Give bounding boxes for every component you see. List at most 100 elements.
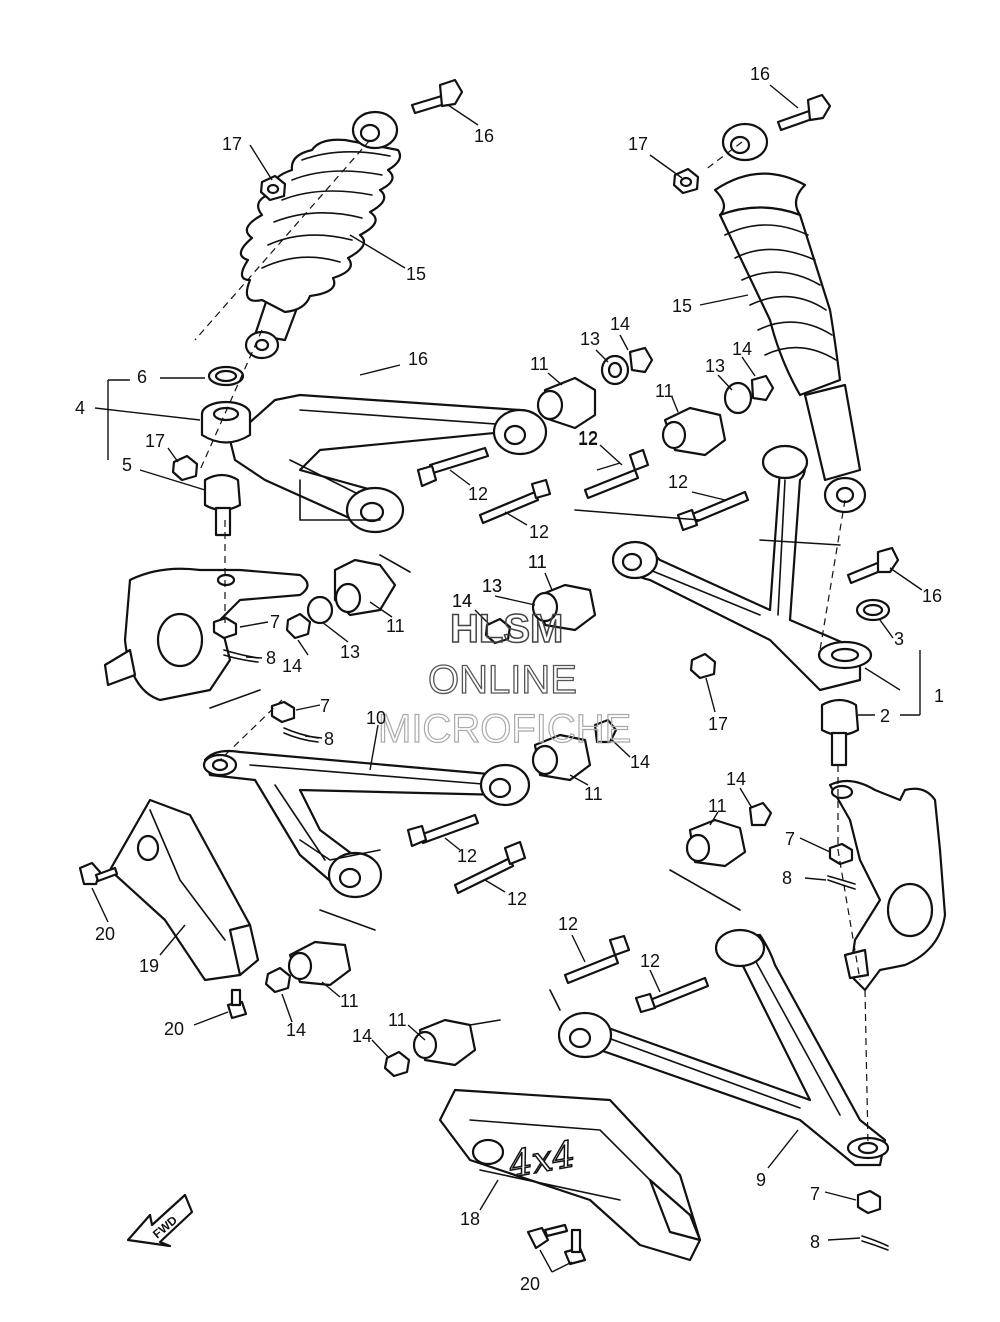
callout-14: 14 — [282, 656, 302, 676]
callout-11: 11 — [528, 552, 547, 572]
callout-14: 14 — [630, 752, 650, 772]
callout-12: 12 — [529, 522, 549, 542]
callout-12: 12 — [457, 846, 477, 866]
bolts-12-lower-right[interactable] — [563, 934, 710, 1014]
callout-17: 17 — [222, 134, 242, 154]
callout-12: 12 — [640, 951, 660, 971]
callout-18: 18 — [460, 1209, 480, 1229]
callout-13: 13 — [580, 329, 600, 349]
callout-17: 17 — [708, 714, 728, 734]
callout-12: 12 — [558, 914, 578, 934]
bolts-12-lower-left[interactable] — [406, 813, 527, 895]
nut-17-left-top[interactable] — [259, 174, 287, 202]
circlip-3-right[interactable] — [855, 598, 891, 622]
callout-14: 14 — [286, 1020, 306, 1040]
guard-18-right[interactable] — [438, 1088, 702, 1262]
callout-7: 7 — [320, 696, 330, 716]
callout-2: 2 — [880, 706, 890, 726]
callout-5: 5 — [122, 455, 132, 475]
callout-1: 1 — [934, 686, 944, 706]
callout-11: 11 — [386, 616, 405, 636]
watermark-line-2: ONLINE — [428, 658, 577, 702]
callout-14: 14 — [352, 1026, 372, 1046]
callout-10: 10 — [366, 708, 386, 728]
callout-3: 3 — [894, 629, 904, 649]
left-shock-absorber[interactable] — [239, 110, 402, 360]
nut-7-cotter-8-right[interactable] — [827, 842, 889, 1251]
callout-8: 8 — [782, 868, 792, 888]
callout-12: 12 — [668, 472, 688, 492]
callout-11: 11 — [655, 381, 674, 401]
callout-8: 8 — [810, 1232, 820, 1252]
callout-13: 13 — [482, 576, 502, 596]
leader-lines — [91, 84, 923, 1273]
callout-16: 16 — [408, 349, 428, 369]
callout-19: 19 — [139, 956, 159, 976]
bolt-16-right-arm[interactable] — [846, 546, 900, 585]
callout-14: 14 — [452, 591, 472, 611]
callout-12: 12 — [468, 484, 488, 504]
callout-11: 11 — [388, 1010, 407, 1030]
callout-16: 16 — [922, 586, 942, 606]
watermark: HLSM ONLINE MICROFICHE — [377, 606, 632, 751]
callout-11: 11 — [340, 991, 359, 1011]
callout-9: 9 — [756, 1170, 766, 1190]
callout-13: 13 — [340, 642, 360, 662]
callout-17: 17 — [628, 134, 648, 154]
callout-8: 8 — [266, 648, 276, 668]
callout-11: 11 — [530, 354, 549, 374]
lower-right-a-arm[interactable] — [557, 928, 890, 1167]
nut-7-cotter-8-mid[interactable] — [270, 700, 319, 743]
callout-16: 16 — [474, 126, 494, 146]
callout-15: 15 — [406, 264, 426, 284]
circlip-6-left[interactable] — [207, 365, 245, 387]
left-steering-knuckle[interactable] — [103, 567, 309, 702]
callout-4: 4 — [75, 398, 85, 418]
upper-bushings-left[interactable] — [285, 346, 654, 640]
callout-17: 17 — [145, 431, 165, 451]
callout-6: 6 — [137, 367, 147, 387]
upper-right-a-arm[interactable] — [611, 444, 873, 692]
assembly-lines — [194, 139, 869, 1146]
bolts-12-upper-left[interactable] — [416, 446, 552, 525]
nut-17-right-top[interactable] — [672, 167, 700, 195]
bolts-20-right-guard[interactable] — [526, 1223, 587, 1266]
ball-joint-2-right[interactable] — [820, 698, 860, 767]
nut-17-right-arm[interactable] — [689, 652, 717, 680]
callout-14: 14 — [726, 769, 746, 789]
callout-14: 14 — [452, 591, 472, 611]
callout-20: 20 — [164, 1019, 184, 1039]
bolt-16-left-top[interactable] — [410, 78, 464, 115]
watermark-line-3: MICROFICHE — [378, 707, 631, 751]
callout-11: 11 — [708, 796, 727, 816]
callout-13: 13 — [482, 576, 502, 596]
callout-11: 11 — [528, 552, 547, 572]
bolts-12-upper-right[interactable] — [583, 448, 750, 532]
callout-13: 13 — [705, 356, 725, 376]
callout-14: 14 — [610, 314, 630, 334]
callout-12: 12 — [578, 428, 598, 448]
lower-bushings-right[interactable] — [383, 801, 773, 1078]
callout-20: 20 — [95, 924, 115, 944]
right-shock-absorber[interactable] — [713, 122, 867, 514]
callout-11: 11 — [584, 784, 603, 804]
nut-17-left-arm[interactable] — [171, 454, 199, 482]
callout-labels: 16 17 15 16 6 4 17 5 11 13 14 12 12 12 1… — [75, 64, 944, 1294]
callout-12: 12 — [578, 429, 598, 449]
guard-19-left[interactable] — [108, 798, 260, 982]
callout-7: 7 — [785, 829, 795, 849]
lower-left-a-arm[interactable] — [202, 749, 531, 899]
bolts-20-left-guard[interactable] — [78, 861, 248, 1020]
bolt-16-right-top[interactable] — [776, 93, 832, 132]
ball-joint-5-left[interactable] — [203, 473, 242, 537]
callout-14: 14 — [732, 339, 752, 359]
upper-bushings-right[interactable] — [484, 374, 775, 645]
watermark-line-1: HLSM — [450, 607, 563, 651]
upper-left-a-arm[interactable] — [200, 393, 548, 534]
right-steering-knuckle[interactable] — [828, 779, 947, 992]
nut-7-cotter-8-left[interactable] — [212, 616, 259, 663]
callout-15: 15 — [672, 296, 692, 316]
lower-bushings-left[interactable] — [264, 718, 618, 994]
